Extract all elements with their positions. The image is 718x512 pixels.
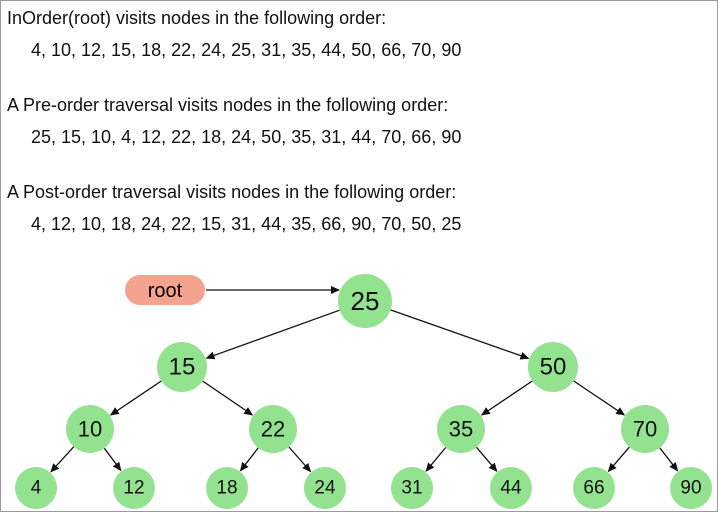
node-label: 31 xyxy=(401,478,422,499)
tree-node-18: 18 xyxy=(206,467,248,509)
edge-25-to-15 xyxy=(205,309,340,360)
node-circle xyxy=(157,342,207,392)
tree-node-31: 31 xyxy=(391,467,433,509)
tree-node-24: 24 xyxy=(304,467,346,509)
node-circle xyxy=(573,467,615,509)
node-label: 10 xyxy=(78,417,102,442)
node-label: 4 xyxy=(31,478,42,499)
postorder-heading: A Post-order traversal visits nodes in t… xyxy=(7,182,457,202)
tree-node-15: 15 xyxy=(157,342,207,392)
tree-node-44: 44 xyxy=(490,467,532,509)
tree-node-90: 90 xyxy=(670,467,712,509)
node-circle xyxy=(249,405,297,453)
edge-35-to-31 xyxy=(425,447,447,472)
node-label: 24 xyxy=(314,478,336,499)
root-pointer: root xyxy=(125,275,340,305)
node-circle xyxy=(206,467,248,509)
preorder-heading: A Pre-order traversal visits nodes in th… xyxy=(7,95,449,115)
node-circle xyxy=(338,274,392,328)
node-label: 12 xyxy=(123,478,144,499)
edge-15-to-22 xyxy=(202,380,254,416)
edge-50-to-35 xyxy=(480,380,533,416)
edge-25-to-50 xyxy=(390,309,530,360)
node-circle xyxy=(528,342,578,392)
node-circle xyxy=(490,467,532,509)
inorder-sequence: 4, 10, 12, 15, 18, 22, 24, 25, 31, 35, 4… xyxy=(31,40,462,60)
node-circle xyxy=(391,467,433,509)
postorder-block: A Post-order traversal visits nodes in t… xyxy=(7,181,461,235)
tree-node-50: 50 xyxy=(528,342,578,392)
node-circle xyxy=(113,467,155,509)
tree-node-12: 12 xyxy=(113,467,155,509)
root-pointer-label: root xyxy=(148,280,183,302)
tree-node-35: 35 xyxy=(437,405,485,453)
edge-10-to-4 xyxy=(50,446,75,473)
tree-node-70: 70 xyxy=(621,405,669,453)
node-label: 50 xyxy=(540,354,567,381)
edge-10-to-12 xyxy=(103,447,122,472)
edge-15-to-10 xyxy=(109,380,162,416)
inorder-block: InOrder(root) visits nodes in the follow… xyxy=(7,7,461,61)
tree-node-25: 25 xyxy=(338,274,392,328)
preorder-sequence: 25, 15, 10, 4, 12, 22, 18, 24, 50, 35, 3… xyxy=(31,127,462,147)
node-circle xyxy=(437,405,485,453)
postorder-sequence: 4, 12, 10, 18, 24, 22, 15, 31, 44, 35, 6… xyxy=(31,214,462,234)
root-pointer-box xyxy=(125,275,205,305)
node-label: 15 xyxy=(169,354,196,381)
edge-70-to-90 xyxy=(659,447,679,472)
tree-node-22: 22 xyxy=(249,405,297,453)
node-circle xyxy=(670,467,712,509)
preorder-block: A Pre-order traversal visits nodes in th… xyxy=(7,94,461,148)
edge-35-to-44 xyxy=(476,446,498,472)
edge-50-to-70 xyxy=(573,380,626,416)
edge-70-to-66 xyxy=(607,446,630,473)
node-label: 25 xyxy=(351,286,380,316)
tree-node-66: 66 xyxy=(573,467,615,509)
node-label: 70 xyxy=(633,417,657,442)
tree-node-4: 4 xyxy=(15,467,57,509)
edge-22-to-18 xyxy=(239,447,259,472)
tree-node-10: 10 xyxy=(66,405,114,453)
inorder-heading: InOrder(root) visits nodes in the follow… xyxy=(7,8,387,28)
node-label: 18 xyxy=(216,478,237,499)
node-label: 22 xyxy=(261,417,285,442)
node-label: 66 xyxy=(583,478,604,499)
node-circle xyxy=(621,405,669,453)
node-label: 90 xyxy=(680,478,701,499)
edge-22-to-24 xyxy=(288,446,312,473)
node-circle xyxy=(15,467,57,509)
node-label: 44 xyxy=(500,478,522,499)
node-circle xyxy=(304,467,346,509)
node-label: 35 xyxy=(449,417,473,442)
node-circle xyxy=(66,405,114,453)
